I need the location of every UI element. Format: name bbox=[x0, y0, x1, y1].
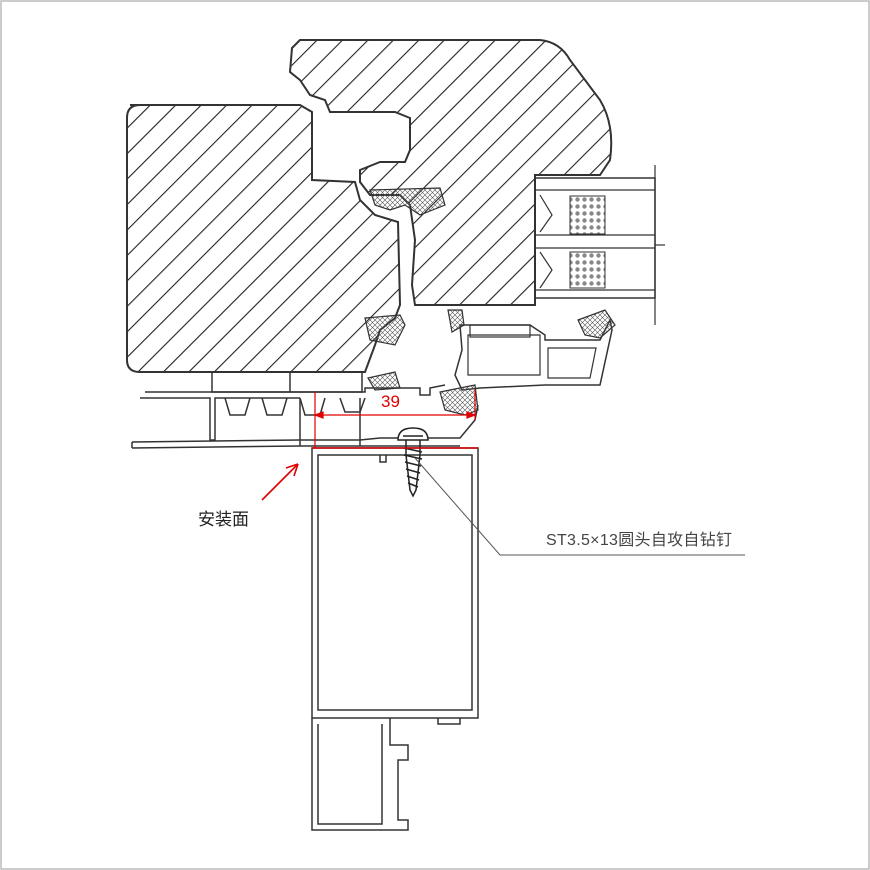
alu-subframe bbox=[311, 447, 479, 831]
screw-spec-label: ST3.5×13圆头自攻自钻钉 bbox=[546, 532, 733, 549]
gasket-mid bbox=[447, 309, 465, 333]
frame-timber bbox=[126, 104, 402, 373]
gasket-left bbox=[364, 314, 406, 346]
gasket-bottom bbox=[439, 384, 479, 416]
screw bbox=[397, 427, 429, 498]
dimension-label: 39 bbox=[381, 392, 400, 411]
center-seal bbox=[369, 187, 446, 216]
gasket-right bbox=[577, 309, 616, 339]
glass-unit bbox=[534, 165, 665, 325]
screw-leader bbox=[414, 457, 745, 556]
alu-sill-profile bbox=[131, 371, 479, 449]
install-surface-arrow bbox=[261, 463, 299, 501]
sash-timber bbox=[288, 39, 613, 306]
install-surface-label: 安装面 bbox=[198, 510, 249, 529]
alu-cladding bbox=[454, 317, 613, 391]
dimension-39 bbox=[312, 390, 478, 449]
